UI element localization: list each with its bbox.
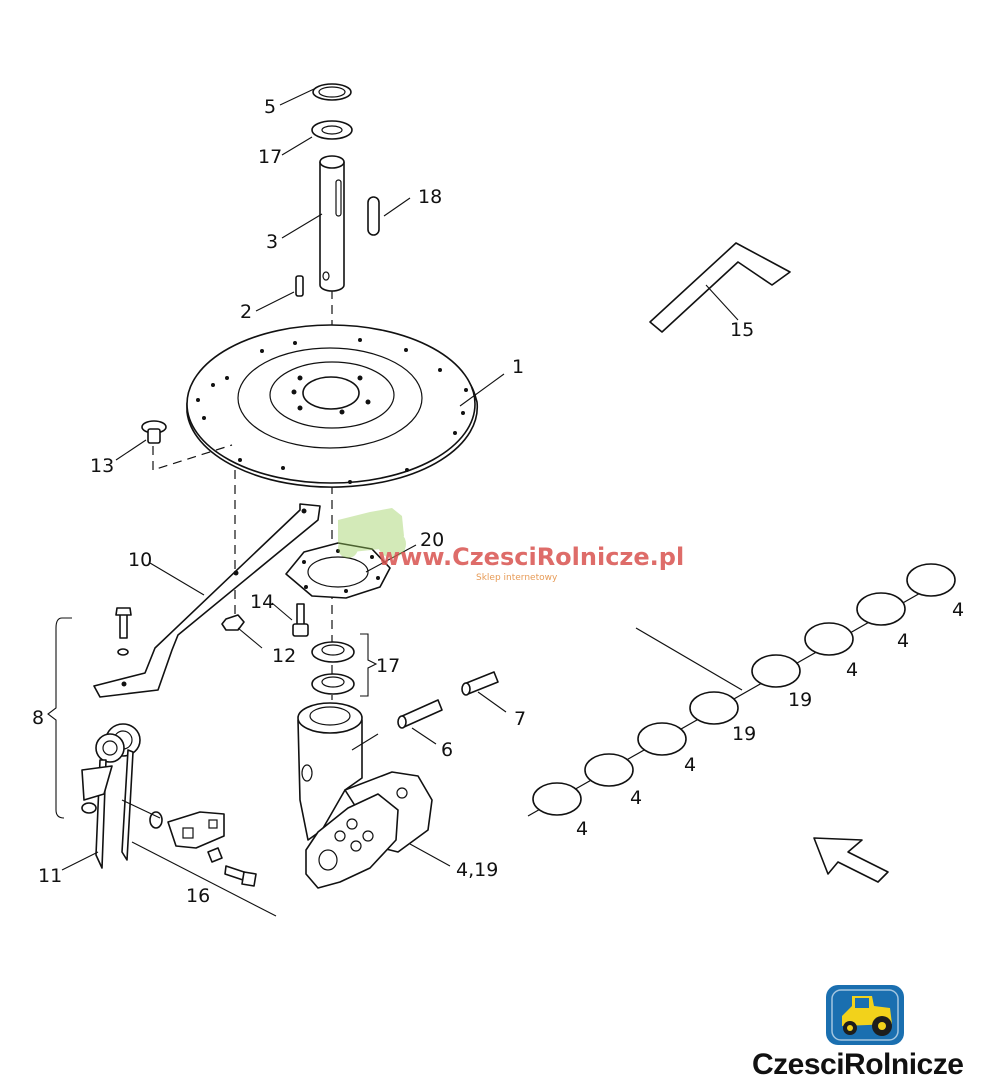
callout-4-19: 4,19: [456, 859, 498, 881]
callout-6: 6: [441, 739, 453, 761]
bolt-part: [292, 603, 309, 637]
clamp-kit-part: [149, 811, 257, 887]
watermark-tractor-icon: [338, 508, 406, 558]
sequence-label: 19: [732, 723, 756, 745]
sequence-label: 4: [576, 818, 588, 840]
callout-5: 5: [264, 96, 276, 118]
angle-piece-part: [649, 242, 791, 333]
spring-pin-part: [461, 671, 499, 696]
direction-arrow-icon: [813, 837, 889, 883]
sequence-label: 4: [630, 787, 642, 809]
callout-18: 18: [418, 186, 442, 208]
watermark: www.CzesciRolnicze.pl Sklep internetowy: [338, 508, 684, 583]
sequence-label: 4: [897, 630, 909, 652]
callout-11: 11: [38, 865, 62, 887]
sequence-label: 19: [788, 689, 812, 711]
callout-1: 1: [512, 356, 524, 378]
sequence-label: 4: [846, 659, 858, 681]
washer-top-part: [311, 120, 353, 140]
circlip-part: [312, 83, 352, 101]
leader-lines: [47, 88, 739, 917]
callout-2: 2: [240, 301, 252, 323]
washer-pair-part: [311, 641, 355, 695]
callout-20: 20: [420, 529, 444, 551]
key-part: [367, 196, 380, 236]
disc-sequence: [527, 563, 956, 817]
callout-12: 12: [272, 645, 296, 667]
logo-badge: [826, 985, 904, 1045]
nut-part: [221, 614, 245, 631]
carriage-bolt-part: [141, 420, 167, 444]
logo-wordmark: CzesciRolnicze: [752, 1048, 964, 1081]
callout-13: 13: [90, 455, 114, 477]
watermark-tagline: Sklep internetowy: [476, 573, 558, 583]
gasket-ring-part: [285, 542, 391, 599]
callout-14: 14: [250, 591, 274, 613]
tine-arm-part: [93, 503, 321, 698]
shaft-part: [319, 155, 345, 292]
tractor-icon: [842, 996, 892, 1036]
callout-3: 3: [266, 231, 278, 253]
sequence-label: 4: [684, 754, 696, 776]
watermark-site: www.CzesciRolnicze.pl: [378, 543, 684, 571]
spring-tine-part: [81, 607, 141, 869]
callout-16: 16: [186, 885, 210, 907]
bracket-housing-part: [297, 702, 433, 889]
callout-7: 7: [514, 708, 526, 730]
disc-part: [186, 324, 479, 488]
callout-17-top: 17: [258, 146, 282, 168]
sequence-label: 4: [952, 599, 964, 621]
callout-17-lower: 17: [376, 655, 400, 677]
pin-part: [295, 275, 304, 297]
dowel-pin-part: [397, 699, 443, 729]
callout-15: 15: [730, 319, 754, 341]
callout-10: 10: [128, 549, 152, 571]
callout-8: 8: [32, 707, 44, 729]
bolt-guide-line: [152, 444, 233, 471]
